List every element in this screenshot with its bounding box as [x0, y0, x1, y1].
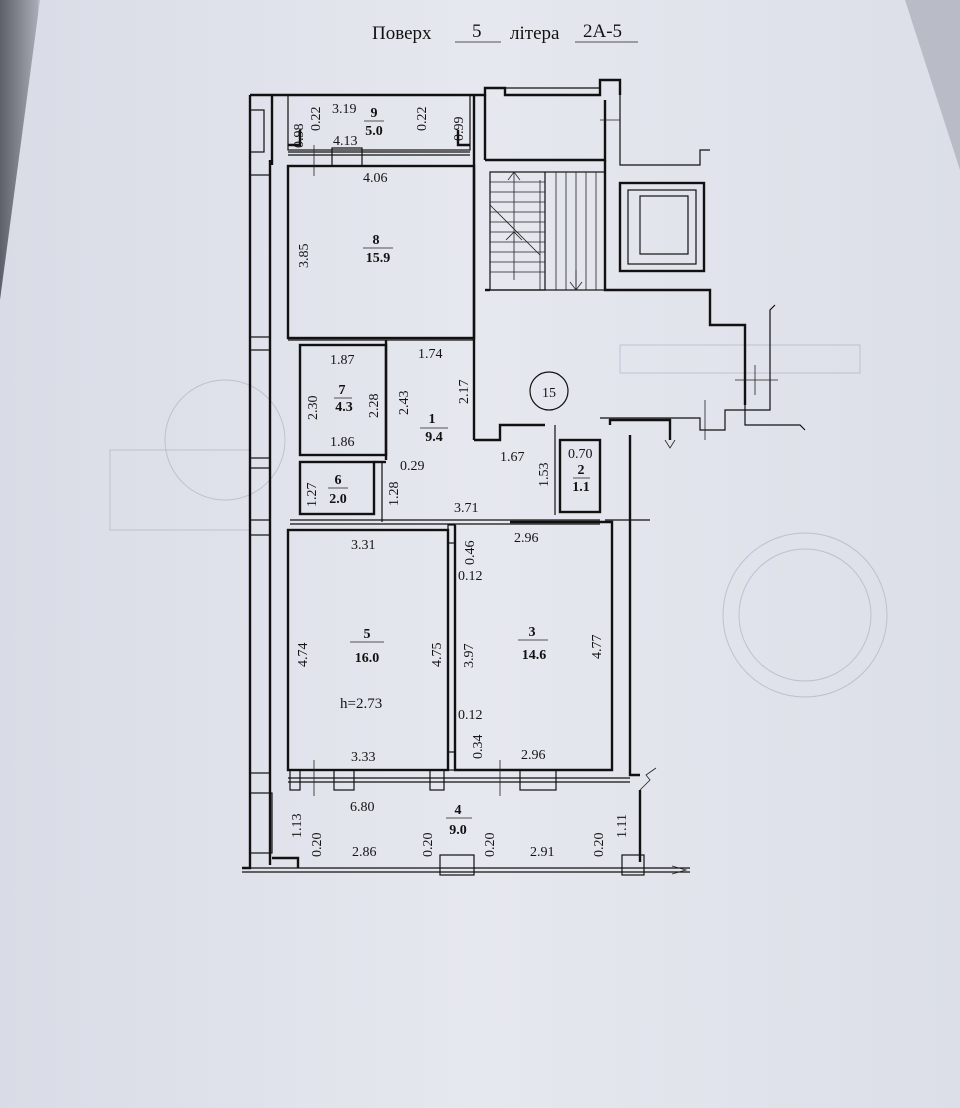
room-7: 7 4.3: [334, 383, 353, 415]
room-6-area: 2.0: [329, 492, 347, 507]
room-6: 6 2.0: [328, 473, 348, 507]
room-9-area: 5.0: [365, 124, 383, 139]
dim-r4-left-outer: 1.13: [290, 814, 305, 839]
room-2-number: 2: [578, 463, 585, 478]
dim-r9-left-inner: 0.22: [309, 107, 324, 132]
dim-r8-left: 3.85: [297, 244, 312, 269]
room-2-area: 1.1: [572, 480, 590, 495]
room-6-number: 6: [335, 473, 342, 488]
dim-r1-left: 2.43: [397, 391, 412, 416]
room-4-area: 9.0: [449, 823, 467, 838]
dim-r9-right: 0.99: [452, 117, 467, 142]
dim-r7-left: 2.30: [306, 396, 321, 421]
room-5: 5 16.0 h=2.73: [286, 528, 450, 772]
room-8-number: 8: [373, 233, 380, 248]
dim-r3-bottom: 2.96: [521, 748, 546, 763]
staircase: 15: [485, 95, 806, 777]
room-8-area: 15.9: [366, 251, 391, 266]
dim-r3-left: 3.97: [462, 644, 477, 669]
dim-r4-left-inner: 0.20: [310, 833, 325, 858]
room-3-area: 14.6: [522, 648, 547, 663]
dim-r5-top: 3.31: [351, 538, 376, 553]
dim-r1-side: 1.53: [537, 463, 552, 488]
dim-r2-top: 0.70: [568, 447, 593, 462]
dim-r7-bottom: 1.86: [330, 435, 355, 450]
dim-r6-left: 1.27: [305, 483, 320, 508]
floor-label: Поверх: [372, 23, 432, 44]
dim-r6-right: 1.28: [387, 482, 402, 507]
dim-r4-mid-right: 0.20: [483, 833, 498, 858]
room-3-number: 3: [529, 625, 536, 640]
elevator-shaft: [618, 181, 706, 273]
dim-r7-top: 1.87: [330, 353, 355, 368]
dim-r4-top: 6.80: [350, 800, 375, 815]
dim-r9-top: 3.19: [332, 102, 357, 117]
dim-r3-top: 2.96: [514, 531, 539, 546]
room-1: 1 9.4: [420, 412, 448, 445]
room-5-area: 16.0: [355, 651, 380, 666]
dim-r1-right: 2.17: [457, 380, 472, 405]
room-3: 3 14.6: [447, 520, 614, 772]
interior-walls: [288, 95, 602, 525]
room-5-number: 5: [364, 627, 371, 642]
room-1-number: 1: [429, 412, 436, 427]
dim-r7-right: 2.28: [367, 394, 382, 419]
dim-r9-right-inner: 0.22: [415, 107, 430, 132]
dim-r4-bottom-right: 2.91: [530, 845, 555, 860]
dim-r1-bottom-right: 1.67: [500, 450, 525, 465]
dim-r5-bottom: 3.33: [351, 750, 376, 765]
dim-r4-bottom-left: 2.86: [352, 845, 377, 860]
dim-r1-gap: 0.29: [400, 459, 425, 474]
room-4-number: 4: [455, 803, 462, 818]
floor-value: 5: [472, 21, 482, 42]
dim-r3-bottom-offset: 0.34: [471, 735, 486, 760]
dim-r3-right: 4.77: [590, 635, 605, 660]
letter-value: 2А-5: [583, 21, 622, 42]
dim-r4-right-inner: 0.20: [592, 833, 607, 858]
faded-stamp: [109, 344, 888, 698]
dim-r3-bottom-gap: 0.12: [458, 708, 483, 723]
dim-r5-right: 4.75: [430, 643, 445, 668]
letter-label: літера: [510, 23, 560, 44]
dim-r4-mid-left: 0.20: [421, 833, 436, 858]
dim-r1-top: 1.74: [418, 347, 443, 362]
room-9-number: 9: [371, 106, 378, 121]
dim-r8-top: 4.06: [363, 171, 388, 186]
dim-r5-left: 4.74: [296, 643, 311, 668]
dim-r3-top-offset: 0.46: [463, 541, 478, 566]
dim-r9-bottom: 4.13: [333, 134, 358, 149]
height-label: h=2.73: [340, 696, 382, 712]
room-9: 9 5.0: [287, 94, 471, 167]
floor-header: Поверх 5 літера 2А-5: [372, 21, 638, 44]
dim-r4-right-outer: 1.11: [615, 814, 630, 838]
room-4: 4 9.0: [288, 760, 630, 838]
dim-r3-top-gap: 0.12: [458, 569, 483, 584]
landing-number: 15: [542, 386, 556, 401]
room-7-area: 4.3: [335, 400, 353, 415]
exterior-walls: [242, 78, 690, 876]
room-2: 2 1.1: [572, 463, 590, 495]
dimension-labels: 3.19 0.98 0.22 0.22 0.99 4.13 4.06 3.85 …: [290, 102, 630, 860]
dim-r9-left-outer: 0.98: [292, 124, 307, 149]
dim-r1-bottom: 3.71: [454, 501, 479, 516]
room-7-number: 7: [339, 383, 346, 398]
room-1-area: 9.4: [425, 430, 443, 445]
